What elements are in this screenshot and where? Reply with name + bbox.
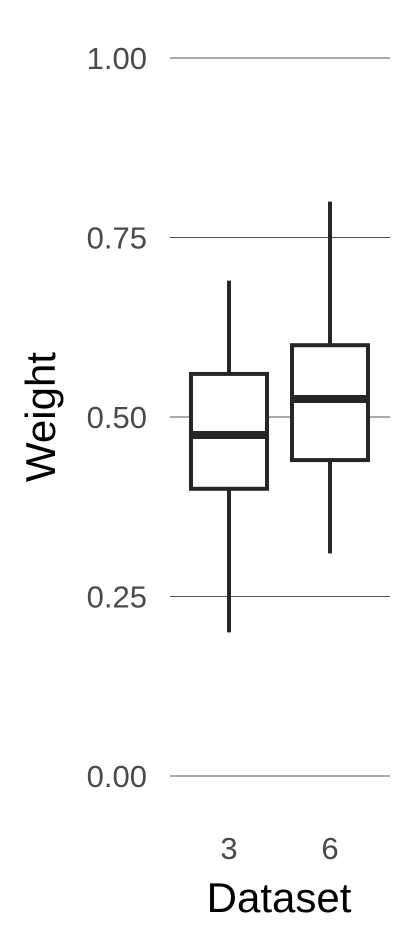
y-axis-title: Weight xyxy=(17,352,64,482)
y-tick-label: 0.75 xyxy=(87,221,147,256)
y-tick-label: 0.50 xyxy=(87,400,147,435)
x-tick-label: 6 xyxy=(321,831,338,866)
y-tick-label: 0.25 xyxy=(87,580,147,615)
y-tick-label: 0.00 xyxy=(87,759,147,794)
x-tick-label: 3 xyxy=(220,831,237,866)
box-group-6 xyxy=(290,201,370,554)
x-axis-title: Dataset xyxy=(207,874,352,921)
y-tick-labels: 0.00 0.25 0.50 0.75 1.00 xyxy=(87,41,147,794)
box-group-3 xyxy=(189,280,269,633)
y-tick-label: 1.00 xyxy=(87,41,147,76)
boxes-layer xyxy=(189,201,370,633)
